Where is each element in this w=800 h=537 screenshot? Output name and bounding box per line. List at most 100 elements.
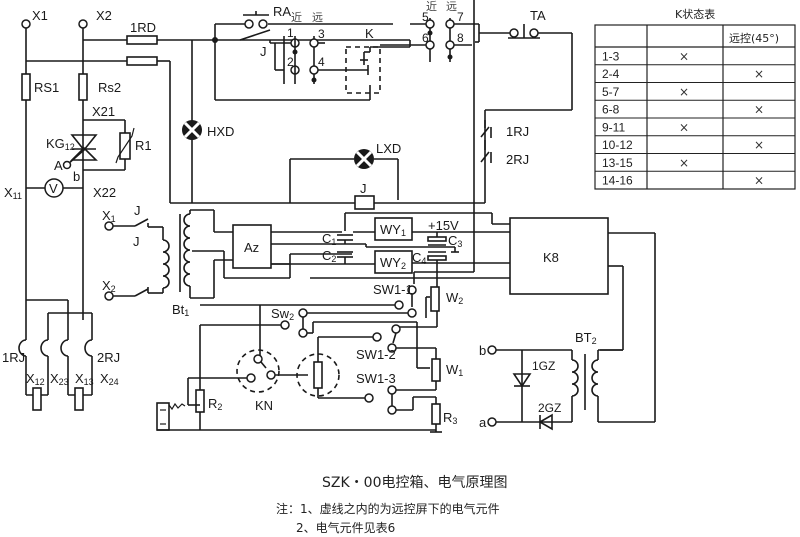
capacitors-c3-c4: +15V C3 C4 (412, 0, 475, 284)
label-v: V (49, 181, 58, 196)
fuse-2 (126, 56, 158, 66)
label-1rj-bottom: 1RJ (2, 350, 25, 365)
relay-contact-j: J (239, 29, 292, 59)
label-contact-4: 4 (318, 55, 325, 69)
switch-sw2: Sw2 (200, 305, 418, 368)
relay-j-input: X1 J J X2 (102, 203, 163, 301)
thyristor-kg12: X21 KG12 A b (46, 104, 126, 184)
terminal-x2 (78, 19, 88, 29)
label-contact-7: 7 (457, 10, 464, 24)
table-row: 13-15 × (595, 153, 795, 170)
label-x1: X1 (32, 8, 48, 23)
capacitors-c1-c2: C1 C2 (271, 212, 510, 265)
label-wy2: WY2 (380, 255, 406, 271)
table-row: 1-3× (602, 49, 689, 63)
cell-col1: × (679, 156, 689, 170)
table-row: 6-8× (595, 99, 795, 117)
label-c3: C3 (448, 233, 462, 249)
label-c1: C1 (322, 231, 336, 247)
label-ta: TA (530, 8, 546, 23)
label-r1: R1 (135, 138, 152, 153)
cell-contact: 6-8 (602, 103, 620, 117)
label-contact-8: 8 (457, 31, 464, 45)
lamp-lxd: LXD (289, 141, 401, 203)
label-kg: KG12 (46, 136, 75, 152)
switch-sw1-1-w2: SW1-1 W2 (200, 278, 463, 328)
label-j-coil: J (360, 181, 367, 196)
cell-contact: 2-4 (602, 67, 620, 81)
label-far-1: 远 (312, 11, 323, 24)
main-wires-left (25, 28, 410, 320)
label-terminal-a: a (479, 415, 487, 430)
label-terminal-b: b (479, 343, 486, 358)
label-x21: X21 (92, 104, 115, 119)
switch-k-contacts-5-8: 5 6 7 8 近 远 (380, 0, 510, 62)
transformer-bt1: Bt1 (162, 209, 291, 318)
cell-contact: 1-3 (602, 49, 620, 63)
label-15v: +15V (428, 218, 459, 233)
label-w1: W1 (446, 362, 463, 378)
label-x11: X11 (4, 185, 22, 201)
label-1gz: 1GZ (532, 359, 555, 373)
label-x23: X23 (50, 371, 69, 387)
label-1rj: 1RJ (506, 124, 529, 139)
label-r2: R2 (208, 396, 222, 412)
label-near-1: 近 (291, 11, 302, 24)
button-ta: TA (484, 8, 573, 203)
table-row: 5-7× (595, 82, 795, 99)
label-bt2: BT2 (575, 330, 597, 346)
cell-contact: 14-16 (602, 174, 633, 188)
label-x13: X13 (75, 371, 94, 387)
label-c2: C2 (322, 248, 336, 264)
remote-switch-k: K (345, 26, 410, 94)
label-w2: W2 (446, 290, 463, 306)
cell-contact: 9-11 (602, 120, 625, 134)
switch-k-contacts-1-4: 1 2 3 4 (274, 26, 368, 84)
label-k8: K8 (543, 250, 559, 265)
input-terminals: X1 X2 (21, 8, 112, 29)
k-state-table: K状态表 1-3×2-4×5-7×6-8×9-11×10-12×13-15×14… (594, 7, 796, 190)
rectifier-az: Az (232, 224, 352, 269)
cell-contact: 10-12 (602, 138, 633, 152)
label-j-coil-2: J (133, 234, 140, 249)
cell-contact: 13-15 (602, 156, 633, 170)
table-row: 10-12 × (595, 135, 795, 152)
label-wy1: WY1 (380, 222, 406, 238)
label-contact-2: 2 (287, 55, 294, 69)
label-x24: X24 (100, 371, 119, 387)
table-caption: K状态表 (675, 7, 715, 21)
control-wires-top (191, 23, 393, 203)
regulator-wy2: WY2 (310, 250, 510, 279)
label-sw1-1: SW1-1 (373, 282, 413, 297)
label-2gz: 2GZ (538, 401, 561, 415)
label-a: A (54, 158, 63, 173)
label-jx2: X2 (102, 278, 116, 294)
label-contact-1: 1 (287, 26, 294, 40)
label-kn: KN (255, 398, 273, 413)
label-k: K (365, 26, 374, 41)
label-x12: X12 (26, 371, 45, 387)
voltmeter: V X11 X22 (4, 178, 116, 201)
table-header-remote: 远控(45°) (729, 31, 779, 45)
label-x22: X22 (93, 185, 116, 200)
controller-k8: K8 (509, 217, 656, 423)
label-c4: C4 (412, 250, 426, 266)
label-contact-5: 5 (422, 10, 429, 24)
terminal-x1 (21, 19, 31, 29)
label-contact-3: 3 (318, 27, 325, 41)
cell-col2: × (754, 174, 764, 188)
label-contact-6: 6 (422, 31, 429, 45)
cell-col2: × (754, 67, 764, 81)
diagram-title: SZK・00电控箱、电气原理图 (322, 475, 507, 491)
note-2: 2、电气元件见表6 (296, 520, 395, 535)
fuse-1rd: 1RD (126, 20, 158, 45)
transformer-bt2: BT2 b 1GZ a 2GZ (479, 330, 623, 431)
label-near-2: 近 (426, 0, 437, 13)
switch-sw1-3-r3: SW1-3 R3 (356, 371, 457, 433)
label-b: b (73, 169, 80, 184)
note-1: 注：1、虚线之内的为远控屏下的电气元件 (276, 501, 500, 516)
resistor-r2-and-motor: R2 (156, 325, 436, 431)
cell-col2: × (754, 138, 764, 152)
label-j-top: J (260, 44, 267, 59)
